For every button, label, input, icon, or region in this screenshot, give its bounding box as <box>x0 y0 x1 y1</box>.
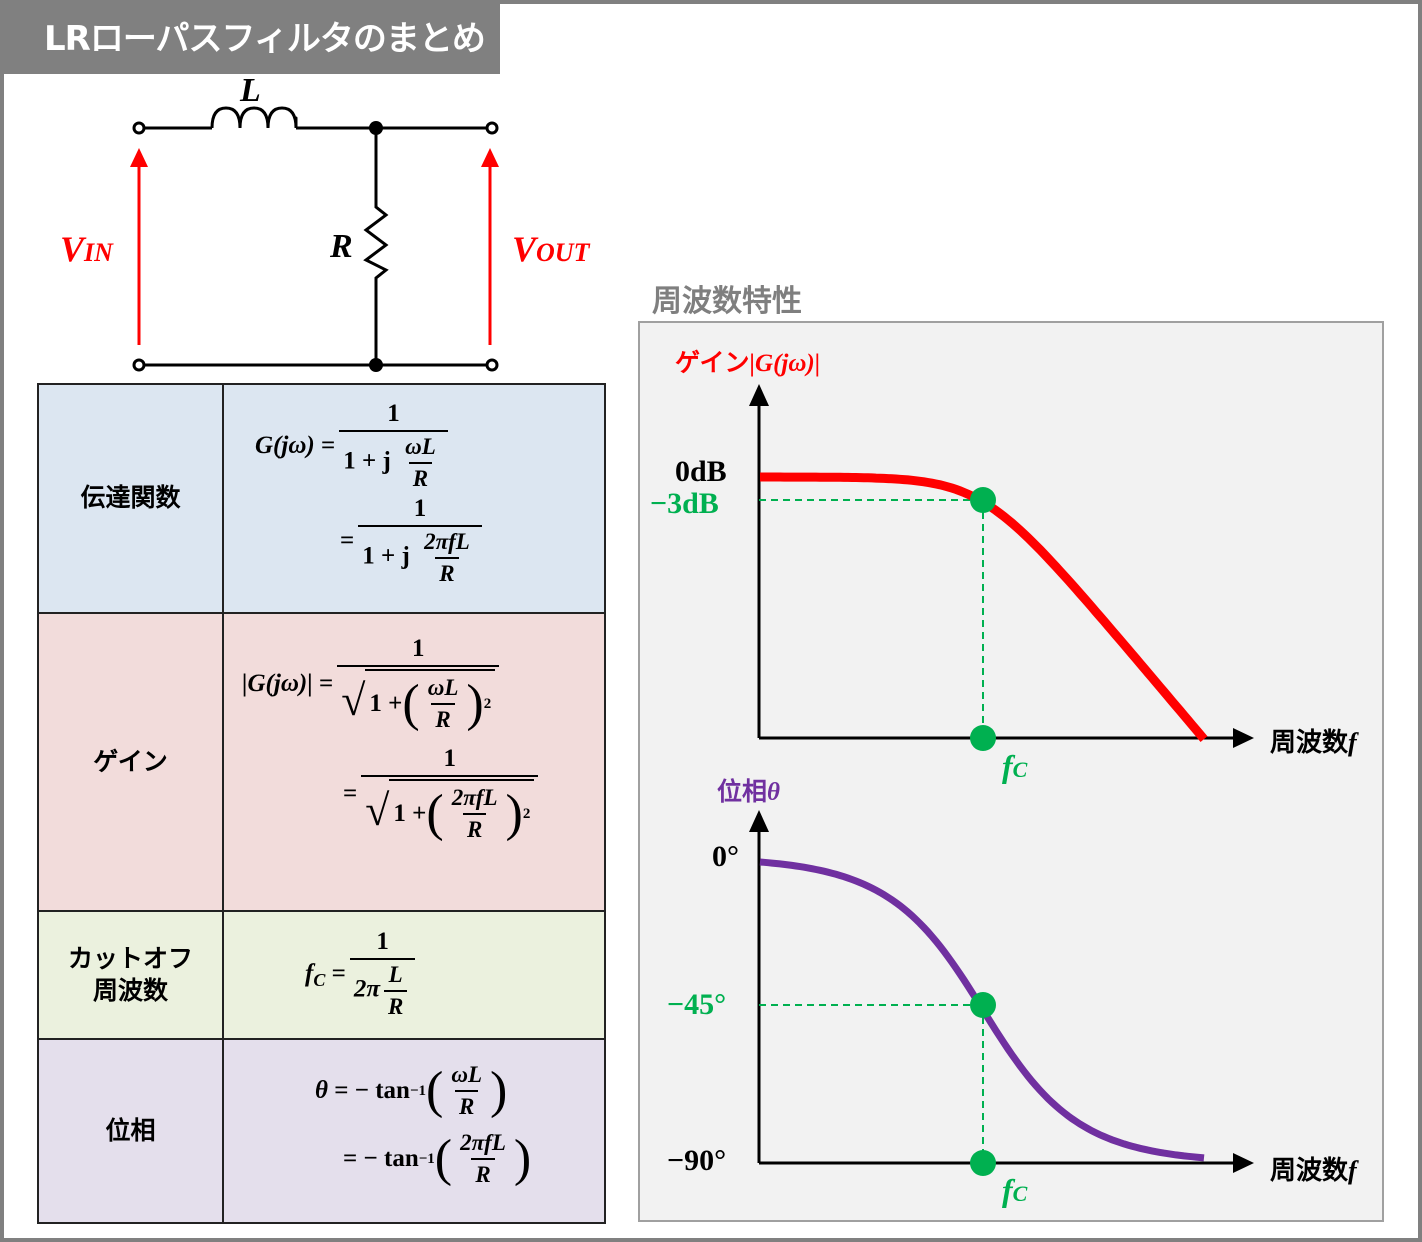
fc-phase-marker <box>970 1150 996 1176</box>
vout-arrow <box>481 148 499 167</box>
fc-gain-marker <box>970 725 996 751</box>
label-phase: 位相 <box>105 1115 156 1145</box>
gain-x-axis-label: 周波数f <box>1270 728 1357 758</box>
vout-label: VOUT <box>512 229 590 269</box>
label-transfer-function: 伝達関数 <box>80 483 181 513</box>
gain-axis-label: ゲイン|G(jω)| <box>675 348 821 377</box>
vin-label: VIN <box>60 229 113 269</box>
tick-minus3db: −3dB <box>650 487 719 520</box>
formula-cell <box>222 612 606 912</box>
formula-cell <box>222 1038 606 1224</box>
resistor-label: R <box>330 228 353 265</box>
label-cutoff-frequency: カットオフ 周波数 <box>67 943 193 1006</box>
tick-0deg: 0° <box>712 840 739 873</box>
cutoff-phase-marker <box>970 992 996 1018</box>
inductor <box>210 106 298 129</box>
lr-circuit <box>130 106 499 372</box>
gain-fc-label: fC <box>1002 748 1028 784</box>
row-label-cell <box>37 612 224 912</box>
tick-minus90deg: −90° <box>667 1144 727 1177</box>
gain-y-arrow <box>749 384 769 406</box>
tick-minus45deg: −45° <box>667 988 727 1021</box>
cutoff-gain-marker <box>970 487 996 513</box>
gain-x-arrow <box>1233 728 1254 748</box>
phase-y-arrow <box>749 810 769 832</box>
row-label-cell <box>37 1038 224 1224</box>
formula-cell <box>222 383 606 614</box>
resistor <box>363 128 389 365</box>
phase-x-axis-label: 周波数f <box>1270 1156 1357 1186</box>
vin-arrow <box>130 148 148 167</box>
phase-axis-label: 位相θ <box>717 777 780 806</box>
phase-fc-label: fC <box>1002 1172 1028 1208</box>
page-title: LRローパスフィルタのまとめ <box>4 4 500 74</box>
tick-0db: 0dB <box>675 455 727 488</box>
inductor-label: L <box>240 72 261 109</box>
phase-x-arrow <box>1233 1153 1254 1173</box>
label-gain: ゲイン <box>93 746 168 776</box>
frequency-characteristics-heading: 周波数特性 <box>652 284 802 319</box>
bode-plot-panel <box>638 321 1384 1222</box>
